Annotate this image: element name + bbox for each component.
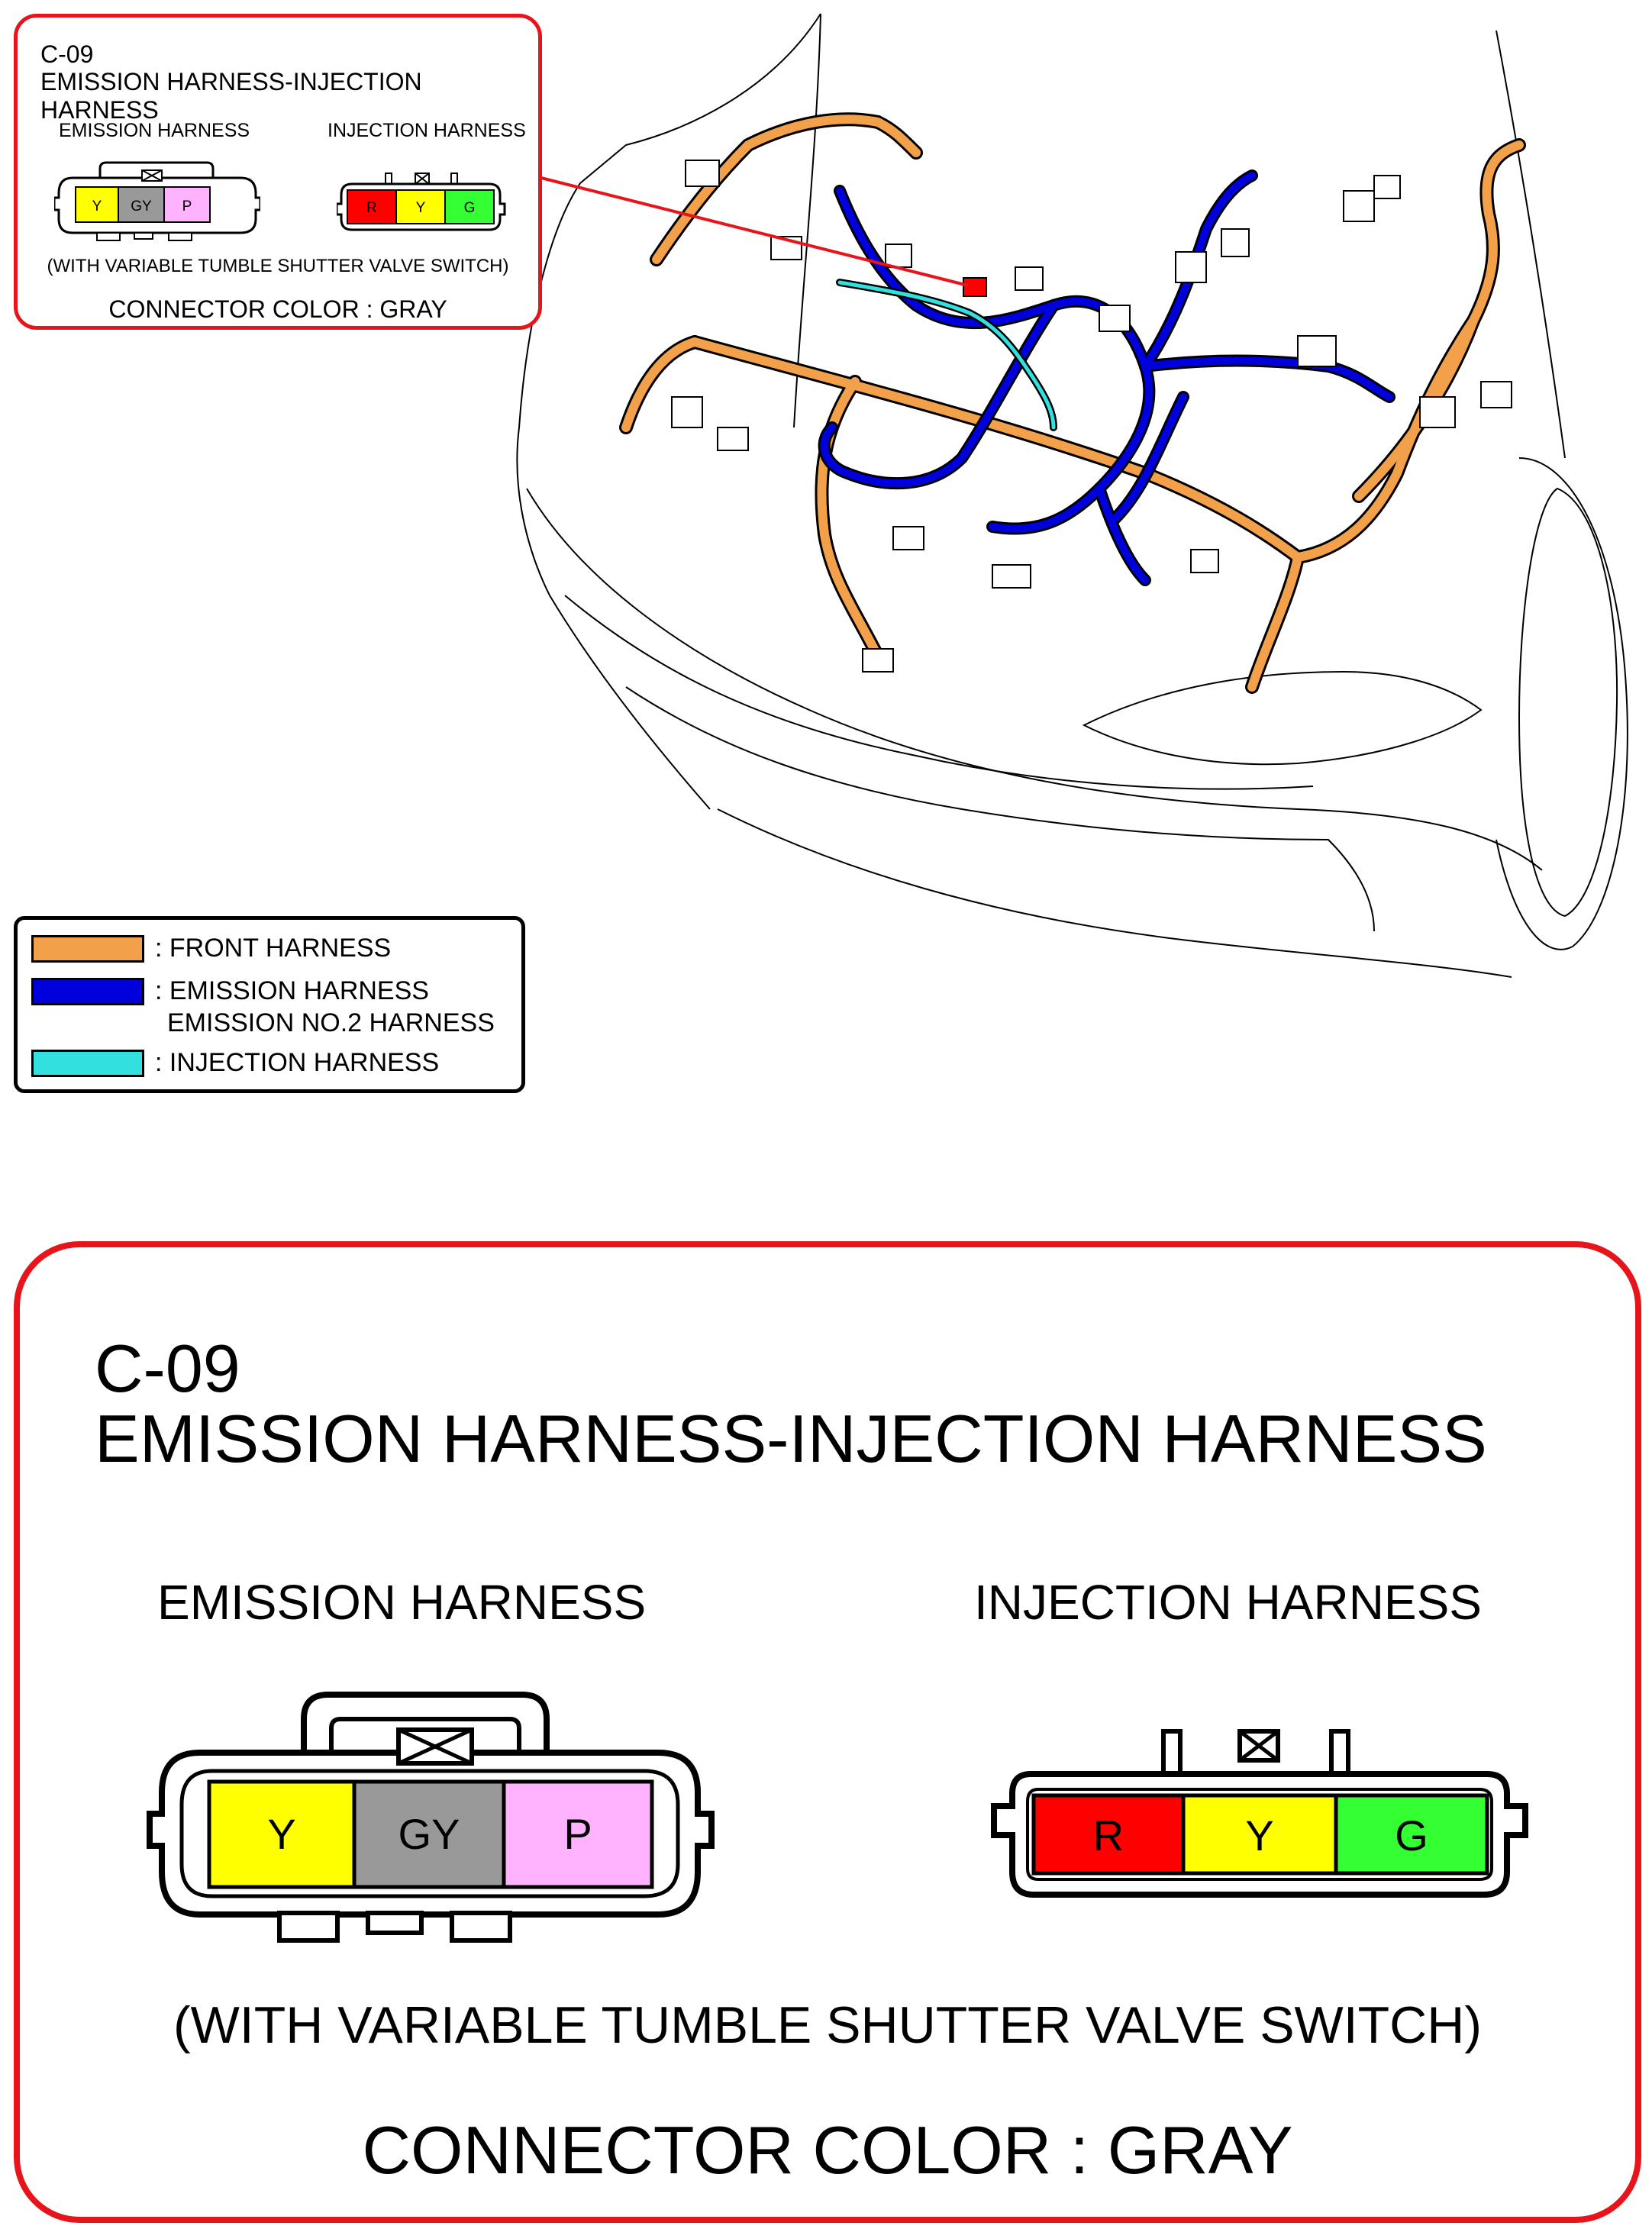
detail-connector-color: CONNECTOR COLOR : GRAY (362, 2112, 1293, 2188)
detail-left-label: EMISSION HARNESS (157, 1575, 647, 1630)
grille-outline (564, 595, 1375, 932)
callout-panel: C-09 EMISSION HARNESS-INJECTION HARNESS … (14, 14, 542, 330)
callout-leader-line (537, 176, 969, 287)
callout-injection-pin-label-2: Y (416, 200, 426, 216)
hood-edge (793, 13, 1566, 459)
callout-emission-pin-label-1: Y (92, 198, 102, 215)
callout-note: (WITH VARIABLE TUMBLE SHUTTER VALVE SWIT… (47, 256, 509, 276)
bumper-outline (526, 488, 1543, 871)
detail-right-label: INJECTION HARNESS (974, 1575, 1482, 1630)
callout-emission-pin-2 (118, 186, 165, 223)
callout-injection-pin-label-3: G (464, 200, 476, 216)
callout-emission-pin-3 (163, 186, 211, 223)
callout-injection-pin-1 (347, 189, 397, 224)
front-wheel-arch (1496, 457, 1628, 950)
lower-bumper (717, 808, 1512, 978)
detail-emission-pin-label-1: Y (267, 1810, 295, 1858)
callout-right-label: INJECTION HARNESS (327, 120, 526, 141)
callout-emission-pin-1 (75, 186, 119, 223)
detail-injection-pin-label-1: R (1093, 1811, 1124, 1860)
hood-outline (516, 13, 821, 810)
detail-emission-connector: Y GY P (147, 1692, 715, 1943)
callout-emission-pin-label-3: P (182, 198, 192, 215)
legend-label-injection: : INJECTION HARNESS (155, 1048, 440, 1077)
detail-code: C-09 (95, 1331, 240, 1406)
detail-injection-pin-2 (1181, 1793, 1338, 1876)
legend-label-emission: : EMISSION HARNESS (155, 976, 429, 1005)
legend-label-emission-no2: EMISSION NO.2 HARNESS (167, 1008, 495, 1037)
callout-injection-pin-label-1: R (366, 200, 377, 216)
detail-emission-pin-3 (502, 1779, 654, 1889)
detail-emission-pin-label-2: GY (398, 1810, 460, 1858)
callout-injection-connector: R Y G (337, 173, 506, 231)
legend-swatch-injection (31, 1050, 144, 1077)
callout-emission-pin-label-2: GY (131, 198, 152, 215)
front-wheel (1518, 487, 1618, 918)
callout-emission-connector: Y GY P (54, 161, 260, 241)
engine-bay-illustration (516, 13, 1628, 978)
callout-left-label: EMISSION HARNESS (59, 120, 250, 141)
callout-injection-pin-3 (444, 189, 495, 224)
harness-legend: : FRONT HARNESS : EMISSION HARNESS EMISS… (14, 916, 525, 1093)
callout-title: EMISSION HARNESS-INJECTION HARNESS (40, 68, 422, 124)
detail-note: (WITH VARIABLE TUMBLE SHUTTER VALVE SWIT… (173, 1996, 1483, 2054)
connector-c09-marker (963, 277, 987, 297)
detail-injection-pin-label-3: G (1395, 1811, 1428, 1860)
detail-injection-pin-3 (1334, 1793, 1489, 1876)
detail-injection-pin-label-2: Y (1245, 1811, 1273, 1860)
legend-label-front: : FRONT HARNESS (155, 934, 392, 963)
headlight-outline (1082, 670, 1483, 766)
detail-panel: C-09 EMISSION HARNESS-INJECTION HARNESS … (14, 1241, 1641, 2223)
detail-emission-pin-2 (352, 1779, 506, 1889)
callout-injection-pin-2 (395, 189, 446, 224)
callout-connector-color: CONNECTOR COLOR : GRAY (108, 295, 447, 323)
legend-swatch-front (31, 935, 144, 963)
legend-swatch-emission (31, 978, 144, 1005)
detail-title: EMISSION HARNESS-INJECTION HARNESS (95, 1401, 1487, 1476)
detail-injection-connector: R Y G (991, 1729, 1528, 1898)
detail-emission-pin-label-3: P (563, 1810, 592, 1858)
callout-code: C-09 (40, 40, 94, 68)
